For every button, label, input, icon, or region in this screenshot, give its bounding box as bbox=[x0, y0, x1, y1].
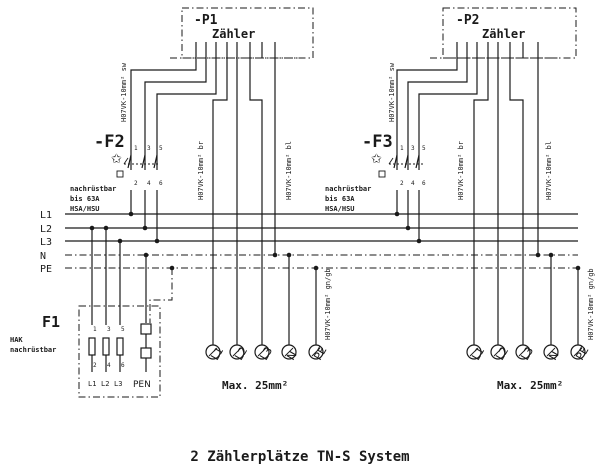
hak-out-pen: PEN bbox=[133, 380, 151, 390]
switch-f2-pin-6: 6 bbox=[159, 180, 163, 187]
switch-f3-pin-3: 3 bbox=[411, 145, 415, 152]
cable-label-br-left: H07VK-10mm² br bbox=[197, 141, 205, 200]
switch-f3-star-icon: ✩ bbox=[371, 152, 382, 167]
max-section-left: Max. 25mm² bbox=[222, 379, 288, 392]
hak-out-l2: L2 bbox=[101, 380, 109, 388]
switch-f2-pin-5: 5 bbox=[159, 145, 163, 152]
switch-f3-note-2: bis 63A bbox=[325, 195, 355, 203]
switch-f2-note-2: bis 63A bbox=[70, 195, 100, 203]
bus-l1-label: L1 bbox=[40, 210, 52, 221]
hak-pin-2: 2 bbox=[93, 362, 97, 369]
meter-p1-id: -P1 bbox=[194, 13, 218, 28]
cable-label-gngb-left: H07VK-10mm² gn/gb bbox=[324, 268, 332, 340]
terminals-left: L1 L2 L3 N PE Max. 25mm² bbox=[205, 344, 329, 392]
meter-p2-id: -P2 bbox=[456, 13, 479, 28]
bus-pe-label: PE bbox=[40, 264, 52, 275]
switch-f2-lock-icon bbox=[116, 170, 124, 178]
switch-f2-pin-1: 1 bbox=[134, 145, 138, 152]
hak-fuse-l1 bbox=[88, 337, 96, 356]
terminal-left-l1: L1 bbox=[208, 345, 226, 363]
switch-f2-note-1: nachrüstbar bbox=[70, 185, 116, 193]
cable-label-gngb-right: H07VK-10mm² gn/gb bbox=[587, 268, 595, 340]
switch-f2-pin-3: 3 bbox=[147, 145, 151, 152]
cable-labels: H07VK-10mm² sw H07VK-10mm² sw H07VK-10mm… bbox=[120, 62, 595, 340]
switch-f3: -F3 ✩ 1 3 5 2 4 6 nachrüstbar bis 63A HS… bbox=[325, 132, 426, 213]
left-branch-wiring bbox=[130, 42, 276, 345]
switch-f2-star-icon: ✩ bbox=[111, 152, 122, 167]
switch-f2: -F2 ✩ 1 3 5 2 4 6 nachrüstbar bis 63A HS… bbox=[70, 132, 163, 213]
bus-l2-label: L2 bbox=[40, 224, 52, 235]
hak-pin-4: 4 bbox=[107, 362, 111, 369]
meter-p1: -P1 Zähler bbox=[170, 7, 314, 59]
busbars: L1 L2 L3 N PE bbox=[40, 210, 581, 275]
hak-pen-block-bottom bbox=[140, 347, 152, 359]
terminal-right-l1: L1 bbox=[469, 345, 487, 363]
hak-label-2: nachrüstbar bbox=[10, 346, 56, 354]
neutral-and-pe-drops bbox=[91, 228, 579, 345]
hak-f1: F1 HAK nachrüstbar 1 3 5 2 4 6 L1 L2 L3 … bbox=[10, 305, 161, 398]
diagram-title: 2 Zählerplätze TN-S System bbox=[190, 449, 409, 465]
switch-f2-note-3: HSA/HSU bbox=[70, 205, 100, 213]
switch-f3-note-3: HSA/HSU bbox=[325, 205, 355, 213]
hak-pin-5: 5 bbox=[121, 326, 125, 333]
terminal-left-pe: PE bbox=[311, 344, 329, 362]
hak-f1-id: F1 bbox=[42, 313, 60, 331]
hak-out-l1: L1 bbox=[88, 380, 96, 388]
cable-label-sw-left: H07VK-10mm² sw bbox=[120, 62, 128, 122]
switch-f3-pin-5: 5 bbox=[422, 145, 426, 152]
switch-f3-pin-1: 1 bbox=[400, 145, 404, 152]
terminals-right: L1 L2 L3 N PE Max. 25mm² bbox=[466, 344, 591, 392]
terminal-right-l2: L2 bbox=[493, 345, 511, 363]
terminal-right-pe: PE bbox=[573, 344, 591, 362]
hak-out-l3: L3 bbox=[114, 380, 122, 388]
hak-pin-3: 3 bbox=[107, 326, 111, 333]
switch-f2-pin-4: 4 bbox=[147, 180, 151, 187]
cable-label-br-right: H07VK-10mm² br bbox=[457, 141, 465, 200]
switch-f2-id: -F2 bbox=[94, 132, 125, 152]
hak-pin-6: 6 bbox=[121, 362, 125, 369]
bus-n-label: N bbox=[40, 251, 46, 262]
switch-f3-pin-4: 4 bbox=[411, 180, 415, 187]
switch-f2-pin-2: 2 bbox=[134, 180, 138, 187]
cable-label-bl-right: H07VK-10mm² bl bbox=[545, 141, 553, 200]
meter-p1-label: Zähler bbox=[212, 27, 255, 41]
right-branch-wiring bbox=[396, 42, 539, 345]
terminal-right-l3: L3 bbox=[518, 345, 536, 363]
hak-fuse-l3 bbox=[116, 337, 124, 356]
switch-f3-id: -F3 bbox=[362, 132, 393, 152]
hak-pin-1: 1 bbox=[93, 326, 97, 333]
switch-f3-note-1: nachrüstbar bbox=[325, 185, 371, 193]
terminal-left-l3: L3 bbox=[257, 345, 275, 363]
switch-f3-lock-icon bbox=[378, 170, 386, 178]
hak-pen-block-top bbox=[140, 323, 152, 335]
bus-l3-label: L3 bbox=[40, 237, 52, 248]
terminal-left-l2: L2 bbox=[232, 345, 250, 363]
switch-f3-pin-6: 6 bbox=[422, 180, 426, 187]
hak-label-1: HAK bbox=[10, 336, 23, 344]
switch-f3-pin-2: 2 bbox=[400, 180, 404, 187]
hak-fuse-l2 bbox=[102, 337, 110, 356]
cable-label-sw-right: H07VK-10mm² sw bbox=[388, 62, 396, 122]
cable-label-bl-left: H07VK-10mm² bl bbox=[285, 141, 293, 200]
max-section-right: Max. 25mm² bbox=[497, 379, 563, 392]
meter-p2: -P2 Zähler bbox=[430, 7, 577, 59]
meter-p2-label: Zähler bbox=[482, 27, 525, 41]
